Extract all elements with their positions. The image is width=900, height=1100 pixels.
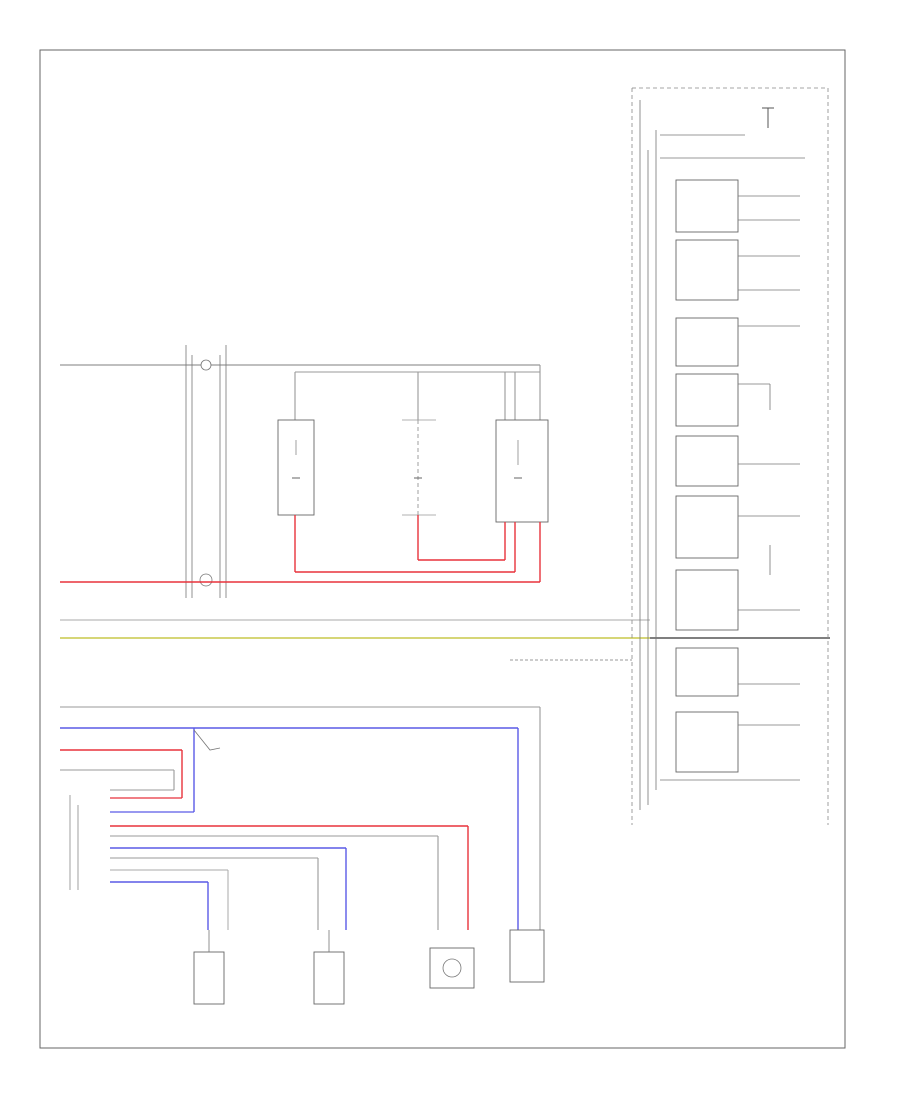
right-module [631, 87, 829, 825]
left-relay-box [277, 419, 315, 516]
module-section-8 [675, 647, 800, 697]
middle-relay [402, 419, 436, 516]
left-sensor [193, 930, 225, 1005]
switch-contact-top [200, 359, 212, 371]
module-section-1 [675, 179, 800, 233]
right-relay-box [495, 419, 549, 523]
right-sensor [509, 929, 545, 983]
module-section-3 [675, 317, 800, 367]
switch-contact-bottom [199, 573, 213, 587]
motor-unit [429, 947, 475, 989]
diagram-border [39, 49, 846, 1049]
motor-icon [442, 958, 462, 978]
middle-sensor [313, 930, 345, 1005]
module-section-6 [675, 495, 800, 575]
lower-wiring [60, 706, 541, 930]
module-section-9 [660, 711, 800, 781]
module-section-2 [675, 239, 800, 301]
right-relay [495, 419, 549, 523]
module-section-7 [675, 569, 800, 631]
top-switch [185, 345, 227, 598]
top-bus [60, 364, 541, 420]
module-section-4 [675, 373, 771, 427]
red-relay-wires [294, 515, 541, 582]
module-section-5 [675, 435, 800, 487]
left-relay [277, 419, 315, 516]
